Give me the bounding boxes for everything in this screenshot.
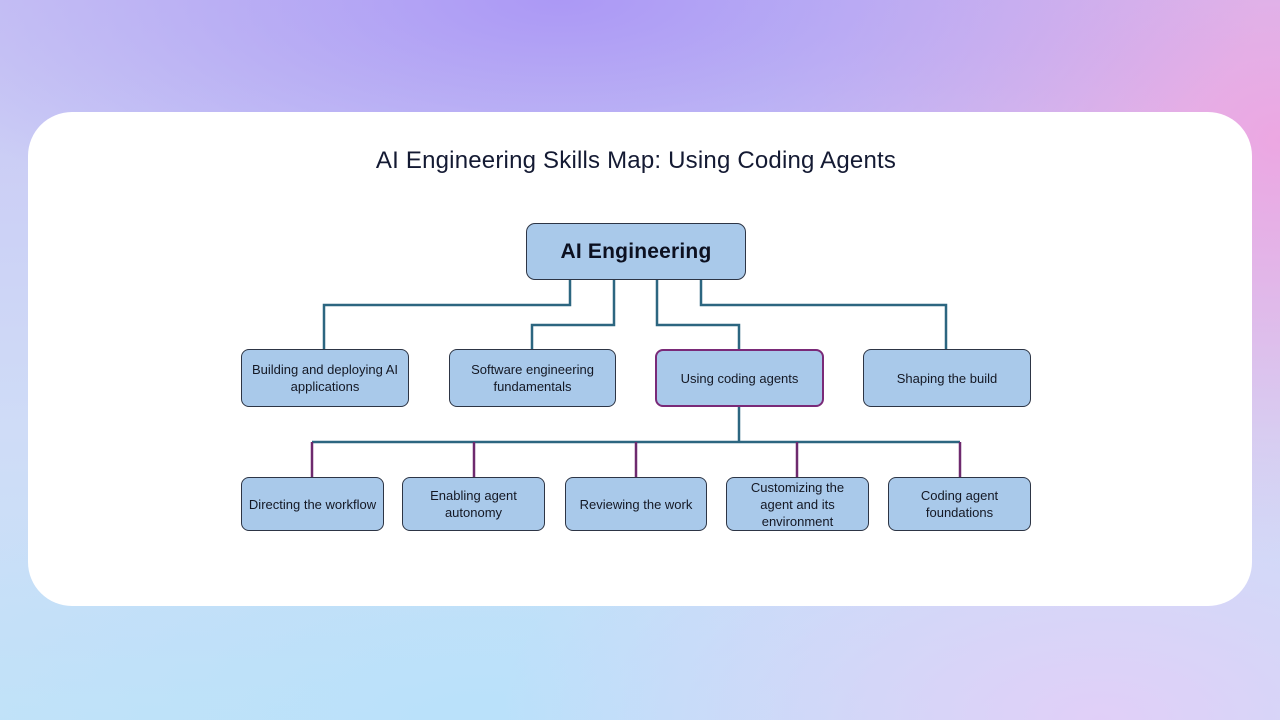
page-title: AI Engineering Skills Map: Using Coding …	[375, 147, 897, 174]
node-coding-foundations: Coding agent foundations	[888, 477, 1031, 531]
connector-root-shaping	[699, 280, 948, 349]
node-customizing-agent: Customizing the agent and its environmen…	[726, 477, 869, 531]
connector-root-coding	[655, 280, 741, 349]
node-building-deploying: Building and deploying AI applications	[241, 349, 409, 407]
node-directing-workflow: Directing the workflow	[241, 477, 384, 531]
node-ai-engineering: AI Engineering	[526, 223, 746, 280]
node-reviewing-work: Reviewing the work	[565, 477, 707, 531]
node-using-coding-agents: Using coding agents	[655, 349, 824, 407]
connector-root-software	[530, 280, 616, 349]
node-enabling-autonomy: Enabling agent autonomy	[402, 477, 545, 531]
node-software-engineering: Software engineering fundamentals	[449, 349, 616, 407]
connector-root-building	[322, 280, 572, 349]
node-shaping-build: Shaping the build	[863, 349, 1031, 407]
